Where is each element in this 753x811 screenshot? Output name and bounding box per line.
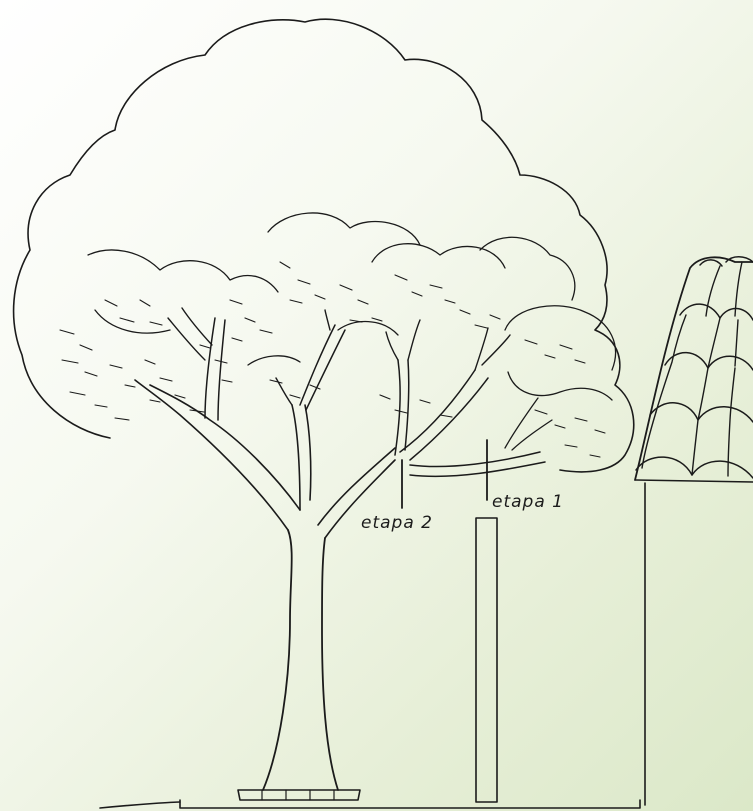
roof-tiles	[635, 257, 753, 482]
pruning-stage-2-label: etapa 2	[361, 513, 433, 533]
pruning-stage-1-label: etapa 1	[492, 492, 564, 512]
tree-trunk-and-branches	[135, 308, 552, 800]
tree-canopy	[14, 19, 634, 472]
foliage-texture	[60, 262, 605, 457]
utility-pole	[476, 518, 497, 802]
